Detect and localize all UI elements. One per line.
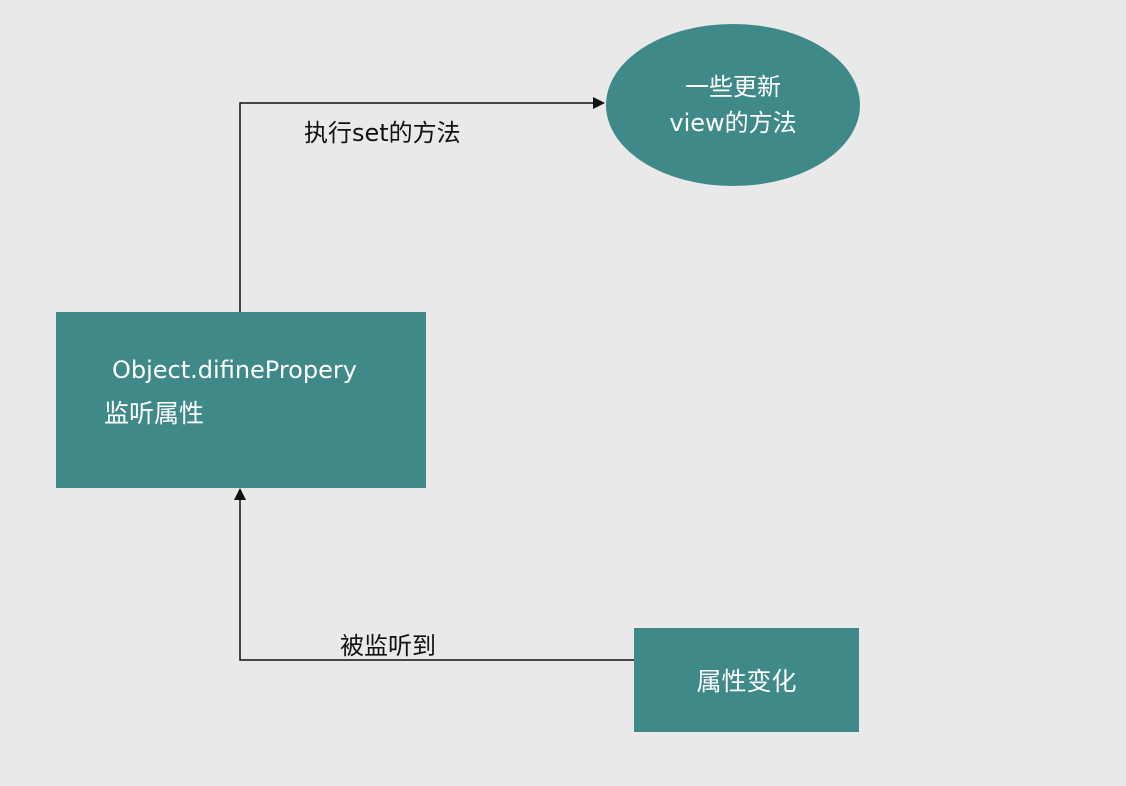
property-change-node-label: 属性变化 [696,667,797,696]
edge-listened-line [234,488,640,661]
edge-set-method-line [239,97,605,312]
update-view-node-line1: 一些更新 [685,73,781,101]
edge-listened-label: 被监听到 [340,632,436,660]
listener-node-title: Object.difinePropery [112,356,357,384]
listener-node: Object.difinePropery 监听属性 [56,312,426,488]
update-view-node-line2: view的方法 [669,109,797,137]
property-change-node: 属性变化 [634,628,859,732]
update-view-node: 一些更新 view的方法 [606,24,860,186]
edge-set-method-label: 执行set的方法 [304,119,461,147]
listener-node-subtitle: 监听属性 [104,399,205,428]
